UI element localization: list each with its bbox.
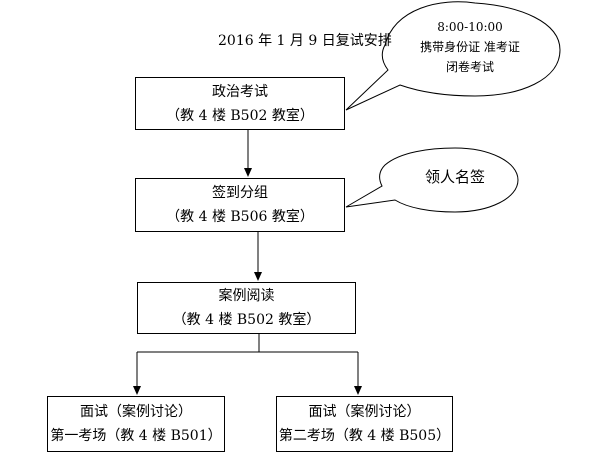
exam-documents: 携带身份证 准考证 xyxy=(420,40,520,54)
checkin-callout-text: 领人名签 xyxy=(424,168,485,186)
exam-info-callout-bubble xyxy=(345,1,561,111)
checkin-grouping-box: 签到分组 （教 4 楼 B506 教室） xyxy=(135,178,345,232)
schedule-title: 2016 年 1 月 9 日复试安排 xyxy=(218,33,392,49)
step-name: 政治考试 xyxy=(212,83,268,100)
step-name: 案例阅读 xyxy=(218,288,275,304)
step-room: （教 4 楼 B506 教室） xyxy=(166,209,314,225)
interview-name: 面试（案例讨论） xyxy=(308,404,421,420)
interview-room-1-box: 面试（案例讨论） 第一考场（教 4 楼 B501） xyxy=(47,396,225,452)
exam-info-callout-text: 8:00-10:00 携带身份证 准考证 闭卷考试 xyxy=(402,17,538,77)
interview-room: 第一考场（教 4 楼 B501） xyxy=(50,428,222,444)
politics-exam-box: 政治考试 （教 4 楼 B502 教室） xyxy=(135,77,345,130)
interview-name: 面试（案例讨论） xyxy=(80,404,192,420)
case-reading-box: 案例阅读 （教 4 楼 B502 教室） xyxy=(137,282,356,334)
exam-type: 闭卷考试 xyxy=(445,60,494,74)
interview-room: 第二考场（教 4 楼 B505） xyxy=(278,428,451,444)
step-room: （教 4 楼 B502 教室） xyxy=(166,107,314,124)
interview-room-2-box: 面试（案例讨论） 第二考场（教 4 楼 B505） xyxy=(276,396,453,452)
step-room: （教 4 楼 B502 教室） xyxy=(172,312,321,328)
checkin-callout-bubble xyxy=(345,147,519,213)
step-name: 签到分组 xyxy=(212,185,268,201)
exam-time: 8:00-10:00 xyxy=(437,20,503,34)
